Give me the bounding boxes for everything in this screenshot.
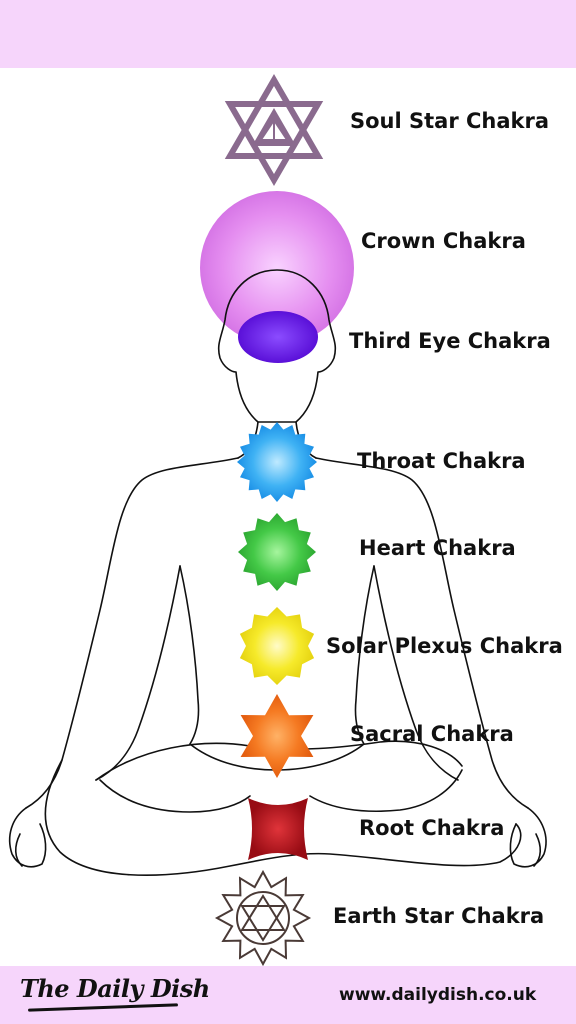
root-chakra-icon	[248, 798, 308, 860]
sacral-chakra-icon	[240, 694, 314, 778]
heart-label: Heart Chakra	[359, 536, 516, 560]
crown-chakra-icon	[200, 191, 354, 345]
earth-star-chakra-icon	[214, 869, 312, 967]
sacral-label: Sacral Chakra	[350, 722, 514, 746]
site-url: www.dailydish.co.uk	[339, 985, 537, 1005]
earth-star-label: Earth Star Chakra	[333, 904, 545, 928]
throat-label: Throat Chakra	[357, 449, 526, 473]
solar-plexus-label: Solar Plexus Chakra	[326, 634, 563, 658]
footer-band	[0, 966, 576, 1024]
soul-star-label: Soul Star Chakra	[350, 109, 550, 133]
brand-logo: The Daily Dish	[20, 974, 210, 1003]
root-label: Root Chakra	[359, 816, 505, 840]
top-band	[0, 0, 576, 68]
solar-plexus-chakra-icon	[239, 607, 315, 685]
heart-chakra-icon	[238, 513, 316, 591]
crown-label: Crown Chakra	[361, 229, 526, 253]
throat-chakra-icon	[237, 422, 317, 502]
third-eye-chakra-icon	[238, 311, 318, 363]
third-eye-label: Third Eye Chakra	[349, 329, 551, 353]
soul-star-chakra-icon	[224, 74, 324, 186]
